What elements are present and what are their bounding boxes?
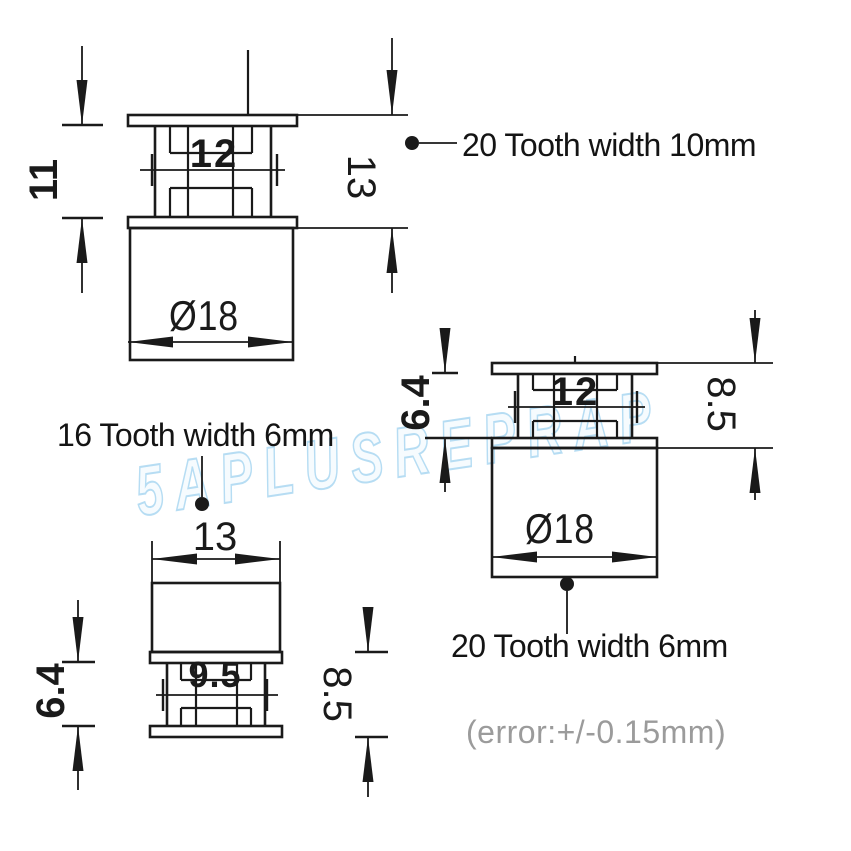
callout-20t-6mm: 20 Tooth width 6mm [451,628,728,664]
figure-pulley-20t-10mm: 11 13 12 Ø18 [22,38,457,362]
bottom-flange [126,215,299,230]
dim-text-8-5: 8.5 [699,376,743,432]
leader-line [195,456,209,511]
callout-16t-6mm: 16 Tooth width 6mm [57,417,334,453]
dim-text-8-5: 8.5 [315,666,359,722]
dimension-tooth-diameter: 12 [508,370,645,423]
tolerance-note: (error:+/-0.15mm) [466,714,727,750]
figure-pulley-20t-6mm: 6.4 8.5 12 Ø18 [394,310,773,634]
dim-text-12: 12 [190,132,239,176]
pulley-outline [490,356,659,579]
dimension-overall-width: 8.5 [657,310,773,500]
tooth-body-sides [153,126,273,217]
dimension-hub-diameter: Ø18 [492,506,657,563]
hub-body [490,446,659,579]
top-flange [148,650,284,665]
leader-line [405,136,457,150]
leader-dot [560,577,574,591]
dim-text-11: 11 [22,159,66,201]
dimension-flange-gap: 6.4 [394,328,492,492]
dim-text-dia18: Ø18 [169,293,239,339]
leader-dot [405,136,419,150]
bottom-flange [148,724,284,739]
dim-text-9-5: 9.5 [188,654,241,695]
leader-line [560,577,574,634]
dimension-hub-diameter: 13 [151,515,281,583]
dimension-flange-gap: 6.4 [29,600,95,790]
dim-text-6-4: 6.4 [29,662,73,718]
figure-pulley-16t-6mm: 13 9.5 6.4 8.5 [29,456,388,797]
top-flange [126,113,299,128]
tooth-profile-lines [168,126,254,217]
dimension-overall-width: 13 [297,38,408,293]
dimension-hub-diameter: Ø18 [128,293,293,348]
leader-dot [195,497,209,511]
tooth-body-sides [516,374,634,438]
dim-text-13: 13 [193,515,238,559]
dimension-overall-width: 8.5 [315,607,388,797]
dimension-tooth-diameter: 12 [140,132,285,186]
bottom-flange [490,436,659,450]
dim-text-dia18: Ø18 [525,506,595,552]
dim-text-6-4: 6.4 [394,374,438,430]
dimension-flange-gap: 11 [22,46,103,293]
dim-text-12: 12 [551,370,600,414]
pulley-outline [126,50,299,362]
dim-text-13: 13 [339,155,383,200]
hub-body [150,581,282,654]
dimension-tooth-diameter: 9.5 [156,654,278,711]
hub-body [128,226,295,362]
callout-20t-10mm: 20 Tooth width 10mm [462,127,757,163]
tooth-profile-lines [531,374,619,438]
